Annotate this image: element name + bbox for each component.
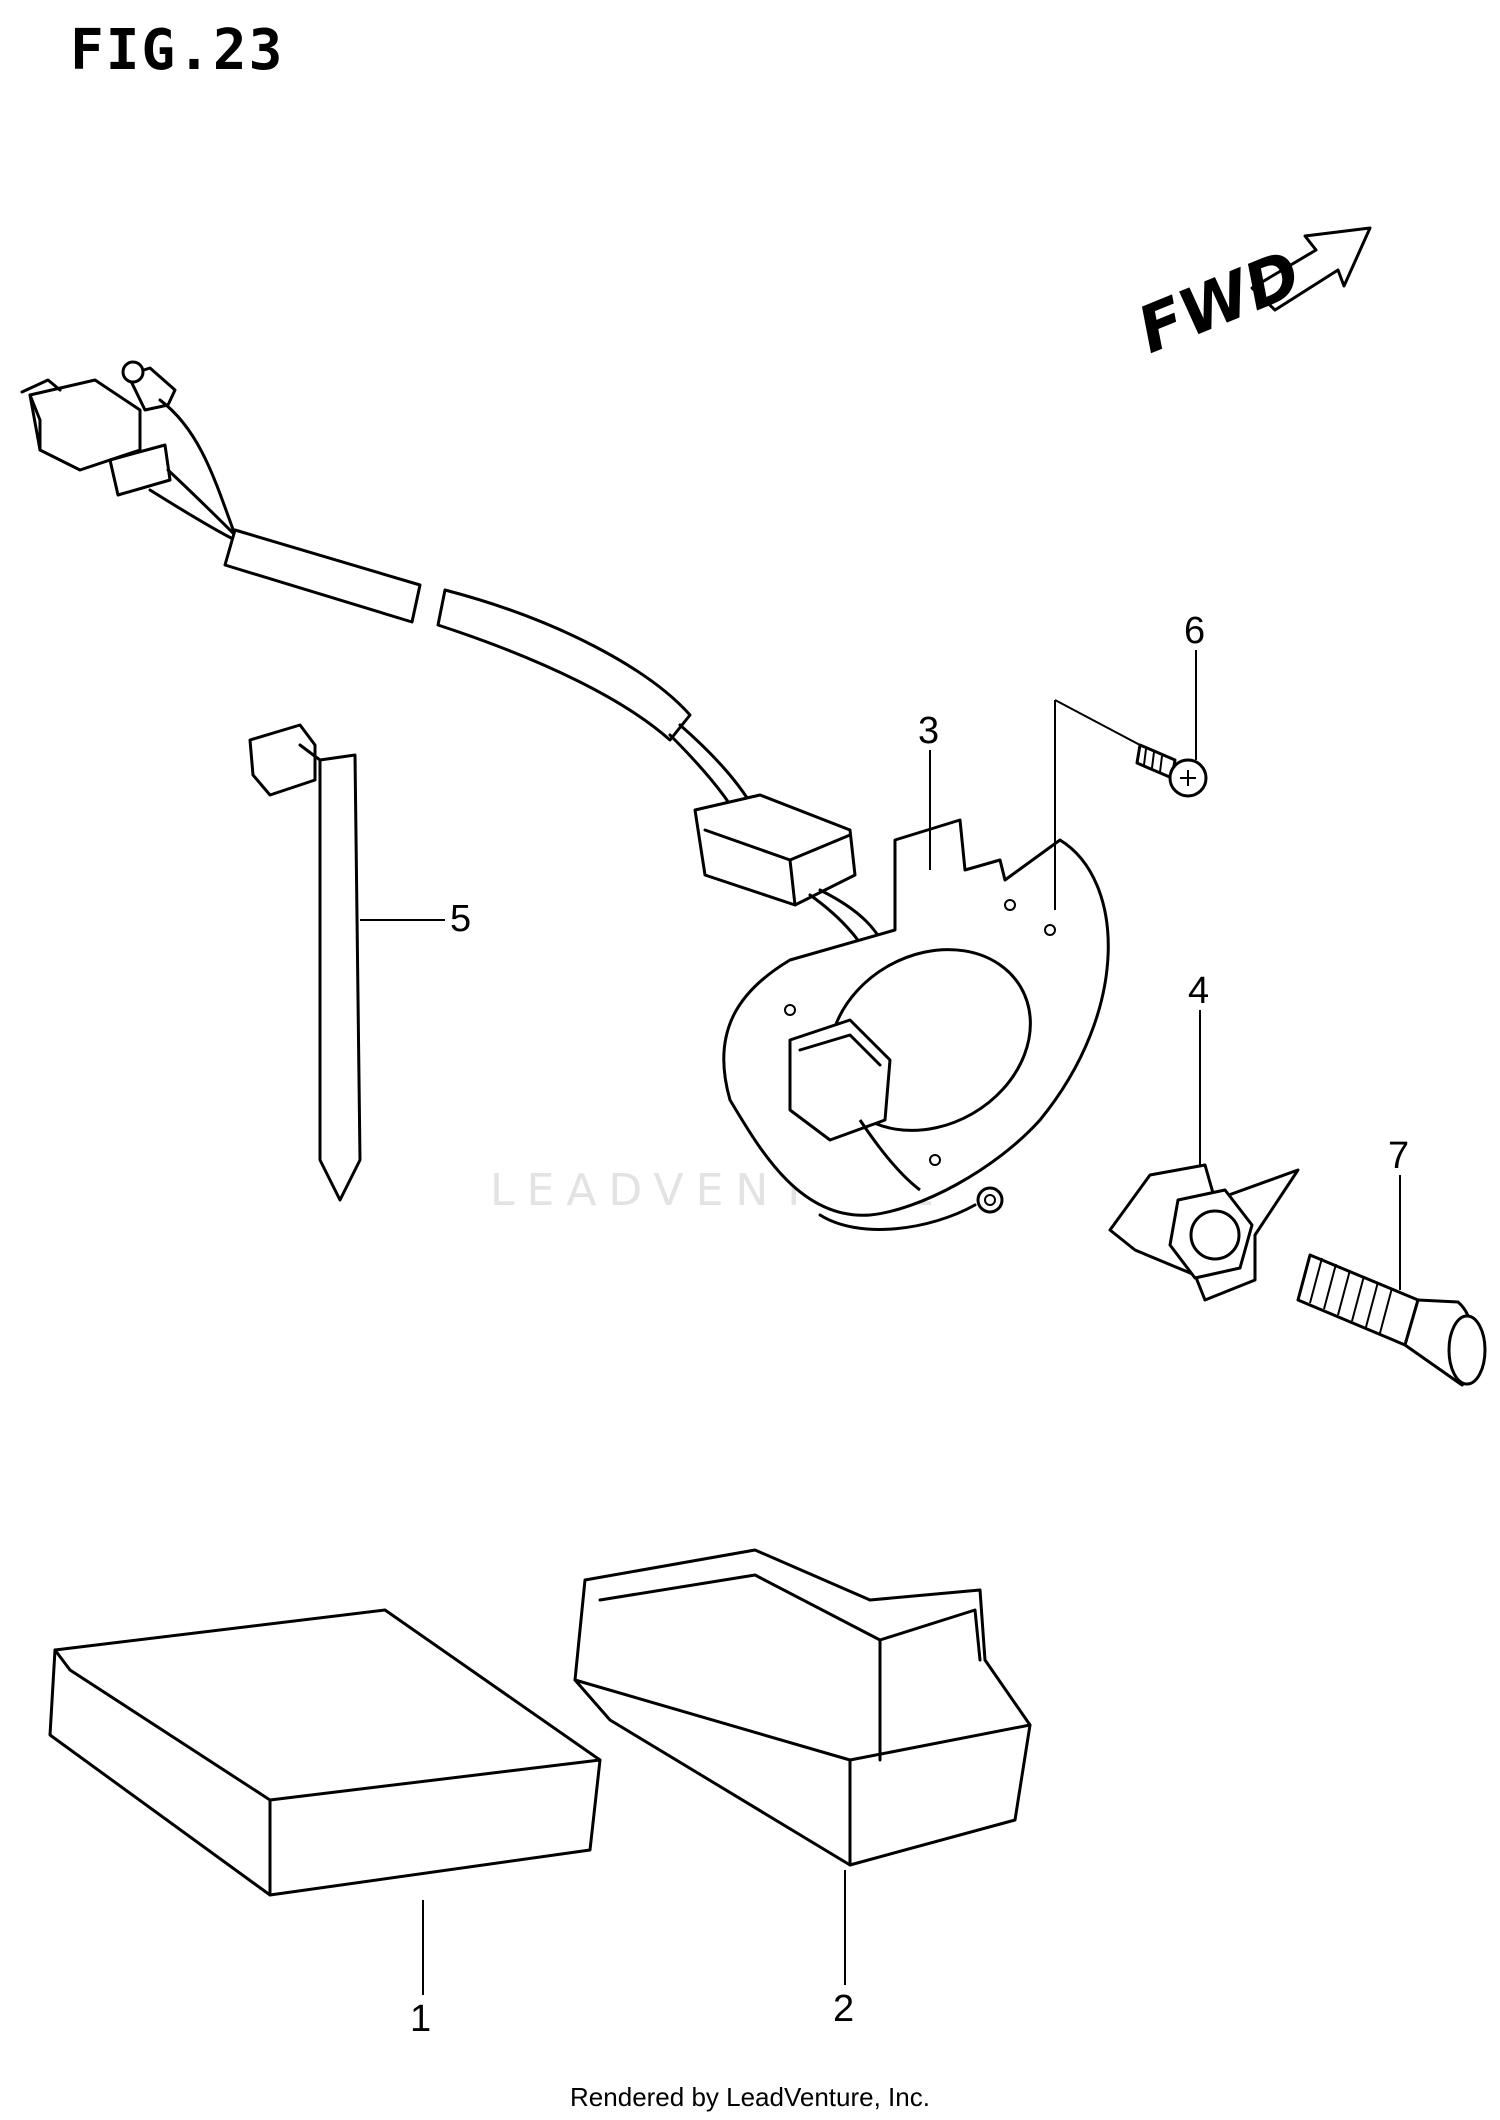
cdi-holder-part-2 (573, 1548, 1032, 1867)
callout-7: 7 (1388, 1135, 1410, 1177)
pulser-coil-plate (722, 818, 1110, 1231)
callout-1: 1 (410, 1998, 432, 2040)
wiring-harness (20, 360, 892, 972)
callout-6: 6 (1184, 610, 1206, 652)
cable-tie-part-5 (248, 723, 362, 1202)
figure-title: FIG.23 (70, 18, 285, 83)
rotor-part-4 (1108, 1163, 1300, 1302)
fwd-arrow-icon (1250, 226, 1372, 312)
leader-lines (360, 650, 1401, 1995)
footer-credit: Rendered by LeadVenture, Inc. (570, 2082, 930, 2112)
callout-4: 4 (1188, 970, 1210, 1012)
callout-3: 3 (918, 710, 940, 752)
bolt-part-7 (1296, 1253, 1487, 1387)
callout-2: 2 (833, 1988, 855, 2030)
callout-5: 5 (450, 898, 472, 940)
cdi-unit-part-1 (48, 1608, 602, 1897)
screw-part-6 (1135, 743, 1208, 798)
